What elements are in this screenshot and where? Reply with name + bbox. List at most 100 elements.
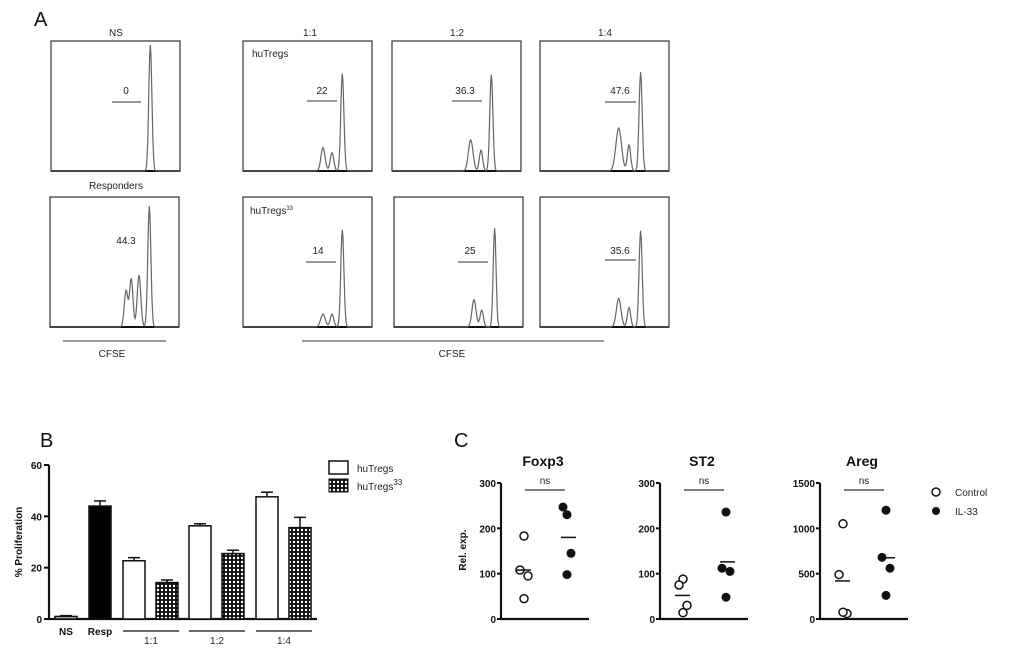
point-control [682,600,692,611]
y-tick-label: 1500 [793,479,816,490]
axes [658,483,748,621]
histogram-t14: 47.6 [539,40,670,172]
gate-percentage: 22 [316,86,328,97]
y-tick-label: 500 [798,570,815,581]
group-label: 1:2 [210,636,224,647]
histogram-curve [540,230,669,328]
bar-hutregs [122,559,146,620]
legend-label-control: Control [955,488,987,499]
group-label: 1:4 [277,636,291,647]
group-label: 1:1 [144,636,158,647]
bar-hutregs33 [221,552,245,620]
row-label-hutregs33: huTregs33 [250,206,294,217]
y-tick-label: 0 [809,615,815,626]
point-il33 [558,502,568,512]
y-tick-label: 60 [31,461,43,472]
gate-percentage: 25 [464,246,476,257]
histogram-curve [243,73,372,172]
histogram-frame [391,40,522,172]
histogram-t12: 36.3 [391,40,522,172]
y-axis-label: % Proliferation [14,507,25,578]
y-tick-label: 100 [638,570,655,581]
y-tick-label: 20 [31,564,43,575]
point-control [523,571,533,581]
gate-percentage: 14 [312,246,324,257]
y-tick-label: 200 [479,524,496,535]
legend-label-hutregs33: huTregs33 [357,478,403,493]
column-label-1-4: 1:4 [598,28,612,39]
gate-percentage: 44.3 [116,236,136,247]
point-il33 [562,570,572,580]
histogram-s14: 35.6 [539,196,670,328]
y-tick-label: 40 [31,512,43,523]
legend-marker-il33 [932,507,940,515]
x-label-resp: Resp [88,627,112,638]
legend-marker-control [931,487,941,497]
histogram-s11: 14 [242,196,373,328]
histogram-frame [539,40,670,172]
column-label-ns: NS [109,28,123,39]
histogram-frame [242,40,373,172]
point-il33 [881,590,891,600]
legend-label-il33: IL-33 [955,507,978,518]
point-il33 [562,510,572,520]
significance-label: ns [699,476,710,487]
cfse-label-left: CFSE [99,349,126,360]
histogram-curve [540,72,669,172]
y-tick-label: 0 [490,615,496,626]
histogram-curve [394,228,523,328]
bar-hutregs [188,525,212,620]
x-label-ns: NS [59,627,73,638]
point-il33 [885,563,895,573]
panel-label-c: C [454,430,468,452]
plot-title: Areg [846,453,878,469]
cfse-label-right: CFSE [439,349,466,360]
scatter-areg: Areg 0 500 1000 1500 ns [793,453,908,626]
point-control [834,569,844,580]
legend-swatch-hutregs33 [328,478,349,493]
histogram-frame [49,196,180,328]
bar-hutregs33 [155,581,179,620]
histogram-curve [50,206,179,328]
histogram-t11: 22 [242,40,373,172]
plot-title: Foxp3 [522,453,563,469]
point-control [674,580,684,590]
y-axis-label: Rel. exp. [458,529,469,570]
panel-label-a: A [34,9,48,31]
gate-percentage: 36.3 [455,86,475,97]
histogram-curve [51,44,180,172]
axes [818,483,908,621]
point-control [838,607,848,617]
gate-percentage: 35.6 [610,246,630,257]
column-label-1-2: 1:2 [450,28,464,39]
point-control [519,531,529,541]
point-il33 [566,548,576,558]
legend-swatch-hutregs [328,460,349,475]
panel-label-b: B [40,430,53,452]
column-label-1-1: 1:1 [303,28,317,39]
y-tick-label: 1000 [793,524,816,535]
legend-label-text: huTregs [357,482,393,493]
point-control [838,519,848,529]
histogram-resp: 44.3 [49,196,180,328]
y-tick-label: 100 [479,570,496,581]
y-tick-label: 200 [638,524,655,535]
row-label-hutregs: huTregs [252,49,288,60]
point-control [519,593,529,604]
legend-label-superscript: 33 [393,478,402,487]
significance-label: ns [859,476,870,487]
point-control [678,607,688,618]
y-tick-label: 0 [36,615,42,626]
y-tick-label: 300 [638,479,655,490]
point-il33 [721,507,731,517]
axes [499,483,589,621]
histogram-s12: 25 [393,196,524,328]
point-il33 [881,505,891,515]
legend-label-hutregs: huTregs [357,464,393,475]
gate-percentage: 47.6 [610,86,630,97]
